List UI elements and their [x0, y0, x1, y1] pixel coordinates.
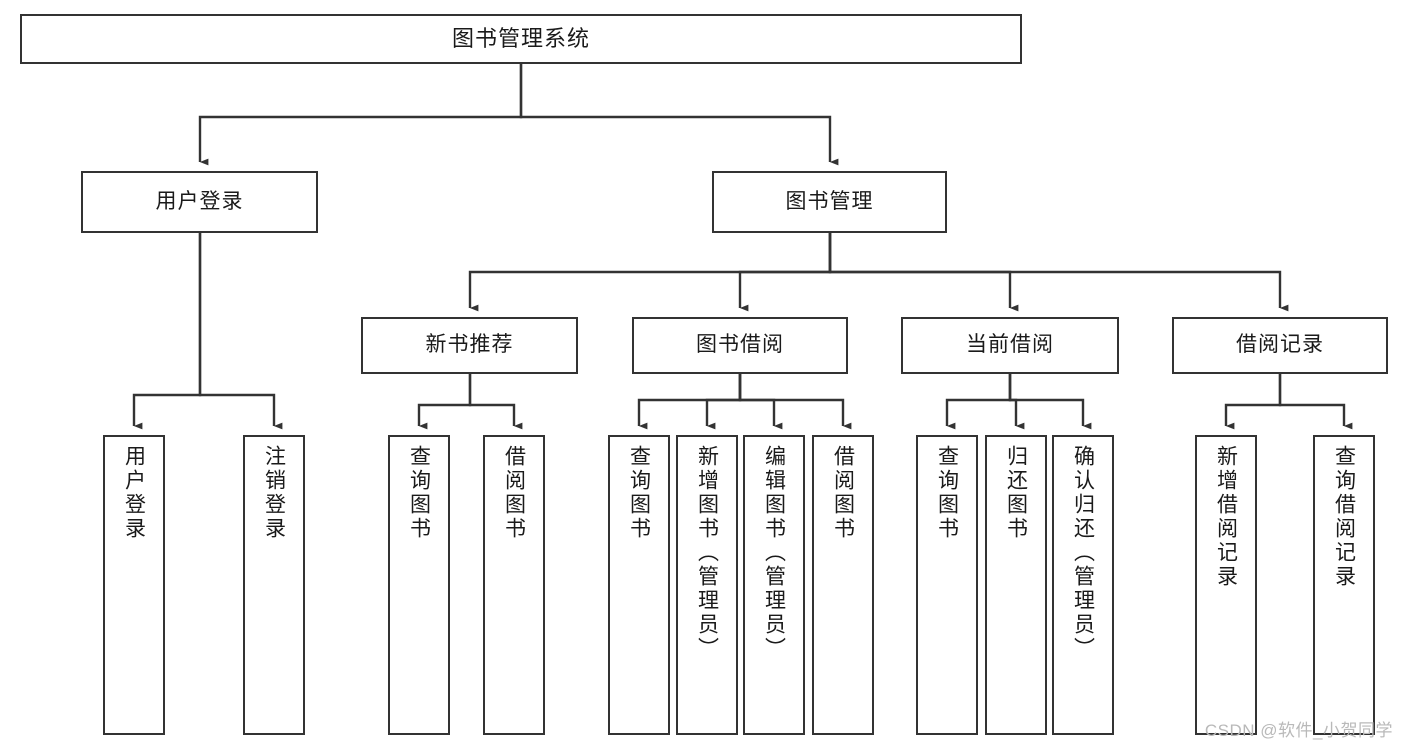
node-leaf-query-book-3[interactable]: 查询图书: [916, 435, 978, 735]
node-leaf-query-book-1[interactable]: 查询图书: [388, 435, 450, 735]
edge-book-manage-to-book-borrow: [738, 233, 832, 312]
edge-new-book-rec-to-leaf-borrow-book-1: [468, 374, 523, 430]
edge-borrow-record-to-leaf-query-record: [1278, 374, 1353, 430]
node-leaf-add-record[interactable]: 新增借阅记录: [1195, 435, 1257, 735]
node-leaf-query-book-2[interactable]: 查询图书: [608, 435, 670, 735]
edge-book-borrow-to-leaf-add-book: [705, 374, 742, 430]
edge-current-borrow-to-leaf-confirm-return: [1008, 374, 1092, 430]
node-label: 用户登录: [155, 189, 244, 213]
node-borrow-record[interactable]: 借阅记录: [1172, 317, 1388, 374]
edge-borrow-record-to-leaf-add-record: [1224, 374, 1282, 430]
node-leaf-confirm-return[interactable]: 确认归还（管理员）: [1052, 435, 1114, 735]
node-current-borrow[interactable]: 当前借阅: [901, 317, 1119, 374]
node-new-book-rec[interactable]: 新书推荐: [361, 317, 578, 374]
edge-root-to-user-login: [198, 64, 523, 166]
node-label: 归还图书: [1004, 445, 1028, 541]
node-leaf-edit-book[interactable]: 编辑图书（管理员）: [743, 435, 805, 735]
node-label: 查询图书: [407, 445, 431, 541]
node-label: 图书管理: [785, 189, 874, 213]
node-label: 新增图书（管理员）: [695, 445, 719, 661]
node-leaf-user-logout[interactable]: 注销登录: [243, 435, 305, 735]
edge-current-borrow-to-leaf-query-book-3: [945, 374, 1012, 430]
node-label: 查询图书: [627, 445, 651, 541]
node-leaf-borrow-book-2[interactable]: 借阅图书: [812, 435, 874, 735]
edge-user-login-to-leaf-user-login: [132, 233, 202, 430]
edge-book-manage-to-borrow-record: [828, 233, 1289, 312]
node-book-manage[interactable]: 图书管理: [712, 171, 947, 233]
node-label: 图书借阅: [696, 333, 784, 357]
node-label: 注销登录: [262, 445, 286, 541]
node-book-borrow[interactable]: 图书借阅: [632, 317, 848, 374]
edge-root-to-book-manage: [519, 64, 839, 166]
edge-new-book-rec-to-leaf-query-book-1: [417, 374, 472, 430]
node-label: 借阅记录: [1236, 333, 1324, 357]
edge-user-login-to-leaf-user-logout: [198, 233, 283, 430]
node-label: 新增借阅记录: [1214, 445, 1238, 589]
node-label: 借阅图书: [831, 445, 855, 541]
edge-book-manage-to-current-borrow: [828, 233, 1019, 312]
node-leaf-user-login[interactable]: 用户登录: [103, 435, 165, 735]
node-root[interactable]: 图书管理系统: [20, 14, 1022, 64]
node-leaf-return-book[interactable]: 归还图书: [985, 435, 1047, 735]
node-leaf-borrow-book-1[interactable]: 借阅图书: [483, 435, 545, 735]
node-label: 编辑图书（管理员）: [762, 445, 786, 661]
node-label: 新书推荐: [425, 333, 514, 357]
node-label: 当前借阅: [966, 333, 1054, 357]
node-user-login[interactable]: 用户登录: [81, 171, 318, 233]
node-label: 图书管理系统: [451, 26, 590, 52]
node-label: 查询图书: [935, 445, 959, 541]
node-leaf-add-book[interactable]: 新增图书（管理员）: [676, 435, 738, 735]
node-label: 确认归还（管理员）: [1071, 445, 1095, 661]
edge-book-borrow-to-leaf-borrow-book-2: [738, 374, 852, 430]
node-label: 借阅图书: [502, 445, 526, 541]
node-leaf-query-record[interactable]: 查询借阅记录: [1313, 435, 1375, 735]
edge-book-manage-to-new-book-rec: [468, 233, 832, 312]
node-label: 查询借阅记录: [1332, 445, 1356, 589]
node-label: 用户登录: [122, 445, 146, 541]
